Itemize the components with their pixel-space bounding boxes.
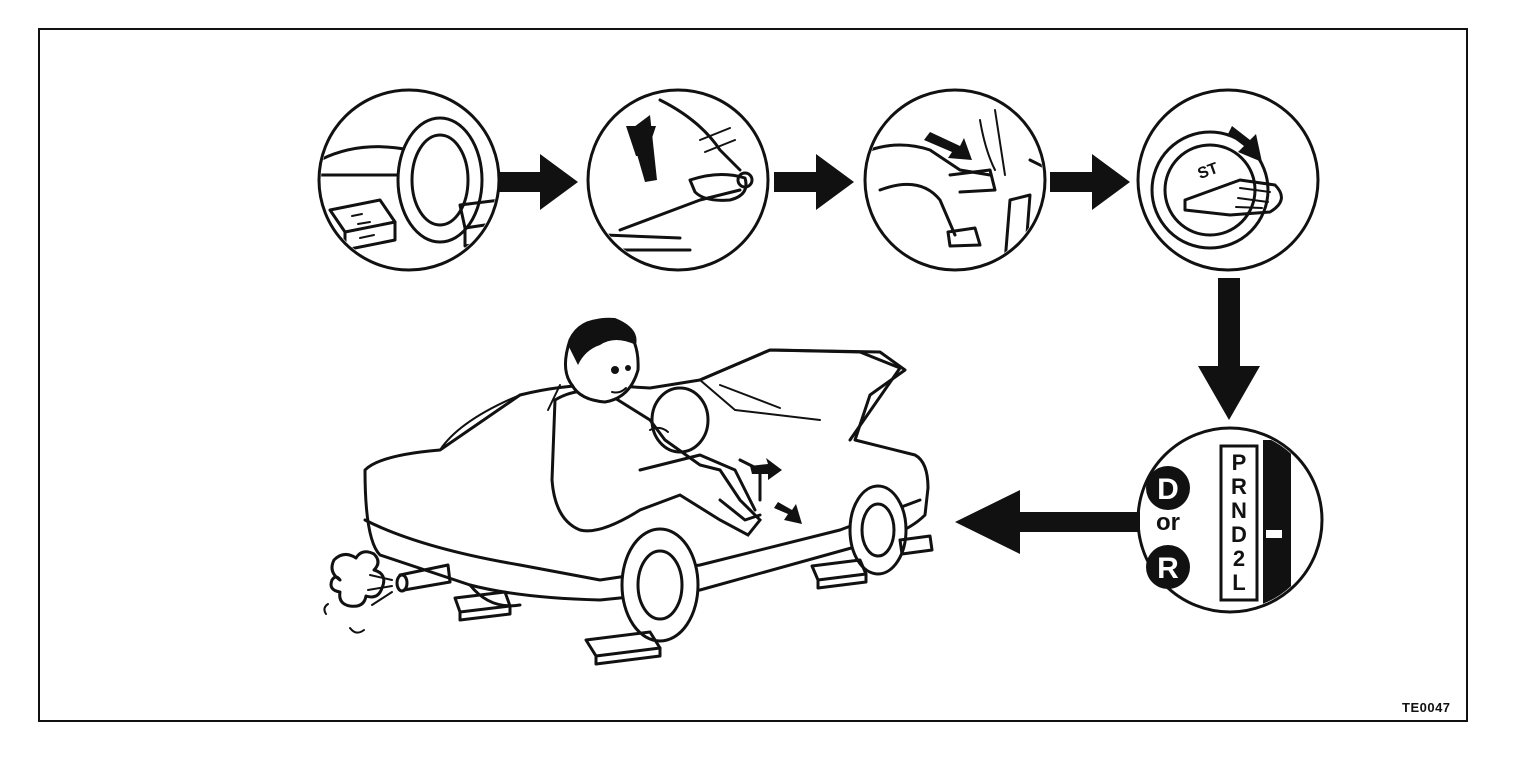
step-3-brake-pedal-panel [863,88,1047,272]
gear-2: 2 [1233,546,1245,571]
step-5-shift-lever-panel: D or R P R N D 2 L [1136,426,1324,614]
driver-body [550,389,763,537]
arrow-left-icon [955,490,1140,554]
diagram-frame [38,28,1468,722]
steering-wheel [650,386,710,454]
step-2-parking-brake-panel [586,88,770,272]
arrow-up-icon [626,126,656,156]
figure-code: TE0047 [1402,700,1451,715]
car-with-driver-illustration [323,317,934,666]
exhaust-pipe [398,563,452,592]
option-connector: or [1156,509,1180,536]
gear-l: L [1232,570,1245,595]
arrow-right-icon [498,154,578,210]
wheel-chock [810,558,868,590]
exhaust-smoke [329,550,386,608]
option-reverse: R [1157,552,1179,585]
gear-r: R [1231,474,1247,499]
gear-p: P [1232,450,1247,475]
gear-d: D [1231,522,1247,547]
arrow-small-right-icon [750,458,782,480]
gear-n: N [1231,498,1247,523]
step-4-ignition-start-panel: ST [1136,88,1320,272]
step-1-wheel-chock-panel [317,88,501,272]
ignition-key-illustration [1150,130,1283,250]
front-wheel [848,484,908,576]
key-start-marking: ST [1196,160,1221,183]
gear-position-plate [1219,444,1259,602]
arrow-down-right-icon [924,132,972,160]
arrow-right-icon [774,154,854,210]
brake-lever-hand-illustration [598,98,754,252]
wheel-chock [453,590,512,622]
shift-indicator [1266,530,1282,538]
wheel-chock [584,630,662,666]
option-drive: D [1157,473,1179,506]
arrow-curved-icon [1228,126,1262,162]
foot-on-pedal-illustration [868,109,1043,268]
arrow-small-down-right-icon [774,502,802,524]
arrow-right-icon [1050,154,1130,210]
shift-gate-slot [1263,440,1291,610]
chocked-tire-illustration [321,116,497,252]
rear-wheel [620,527,700,643]
wheel-chock [898,534,934,556]
reverse-badge [1146,545,1190,589]
arrow-down-icon [1198,278,1260,420]
drive-badge [1146,466,1190,510]
